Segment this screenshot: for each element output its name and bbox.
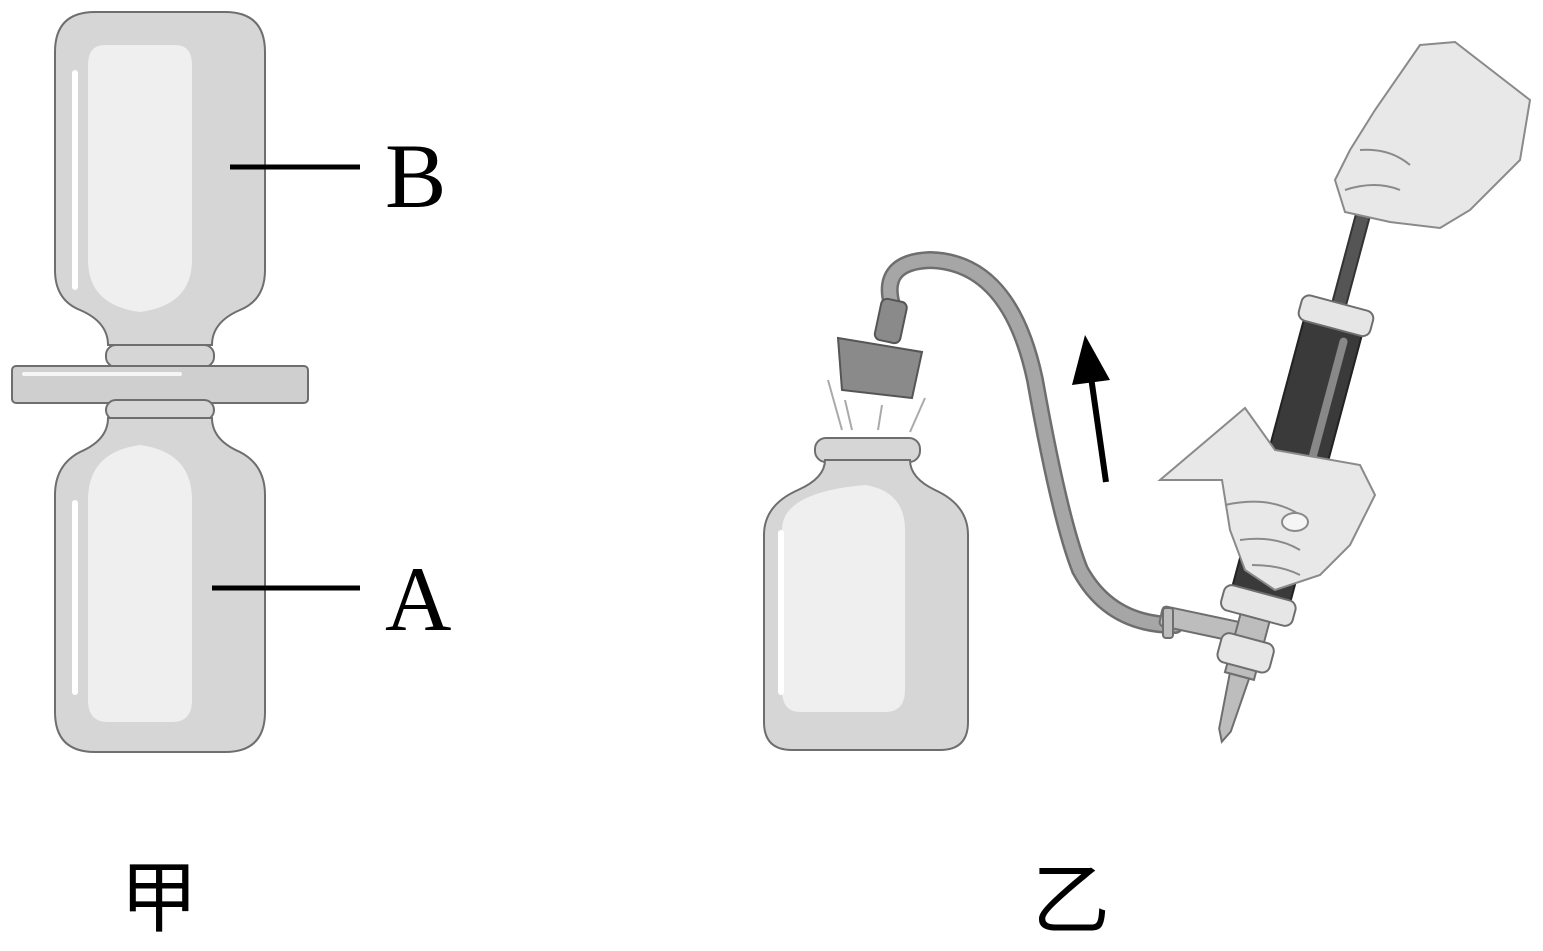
caption-yi: 乙 (1032, 857, 1111, 944)
stopper (836, 297, 924, 400)
hand-top (1333, 40, 1532, 230)
label-b: B (385, 125, 447, 227)
glass-plate (11, 365, 309, 404)
tube (880, 250, 1184, 634)
caption-jia: 甲 (120, 855, 199, 942)
flow-arrow (1072, 335, 1110, 483)
bottom-bottle-a (54, 399, 266, 753)
escape-lines (827, 379, 926, 433)
label-a: A (385, 548, 452, 650)
top-bottle-b (54, 11, 266, 368)
open-bottle (763, 437, 969, 751)
hand-bottom (1157, 406, 1377, 592)
